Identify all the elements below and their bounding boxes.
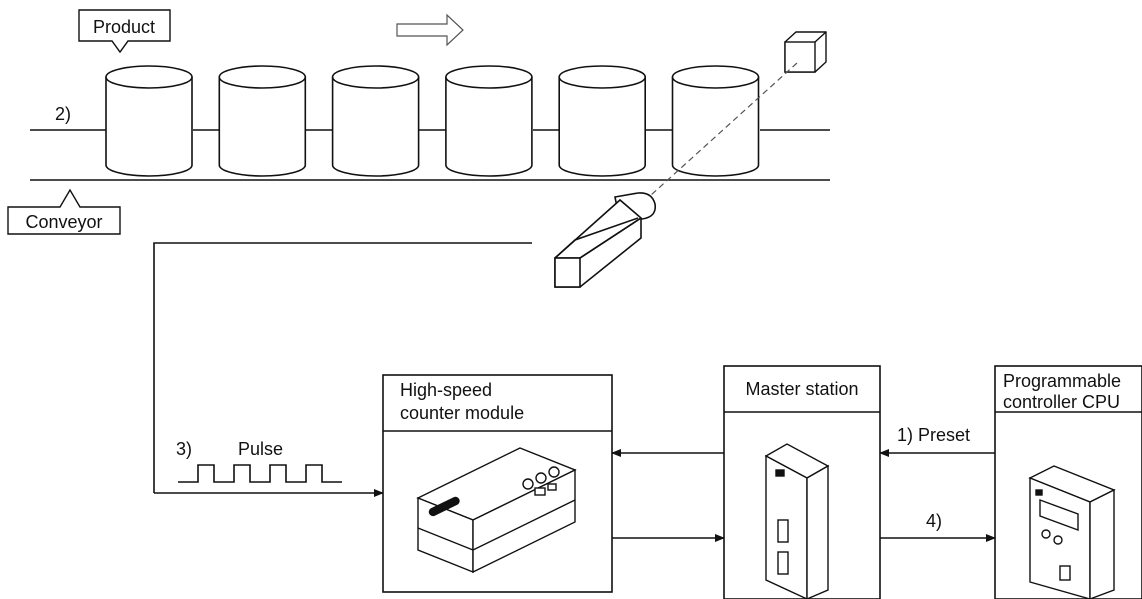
conveyor-callout: Conveyor	[7, 188, 121, 235]
product-cylinder-icon	[331, 65, 420, 177]
high-speed-counter-box: High-speed counter module	[382, 374, 613, 593]
pulse-label: Pulse	[238, 439, 283, 459]
product-cylinder-icon	[445, 65, 533, 177]
reflector-cube-icon	[784, 31, 827, 73]
preset-label: 1) Preset	[897, 425, 970, 445]
product-callout: Product	[78, 9, 171, 54]
product-cylinder-icon	[558, 65, 647, 177]
direction-arrow-icon	[396, 13, 464, 47]
product-cylinder-icon	[671, 65, 760, 177]
plc-cpu-unit-icon	[1028, 465, 1116, 599]
cpu-title-line1: Programmable	[1003, 371, 1121, 391]
conveyor-label: Conveyor	[25, 212, 102, 232]
plc-cpu-box: Programmable controller CPU	[994, 365, 1142, 599]
product-label: Product	[93, 17, 155, 37]
sensor-beam	[639, 62, 798, 206]
step-4-label: 4)	[926, 511, 942, 531]
product-cylinder-icon	[105, 65, 193, 177]
photoelectric-sensor-icon	[554, 192, 657, 288]
master-station-unit-icon	[764, 443, 830, 599]
step-2-label: 2)	[55, 104, 71, 124]
hsc-title-line2: counter module	[400, 403, 524, 423]
hsc-title-line1: High-speed	[400, 380, 492, 400]
conveyor	[30, 129, 830, 181]
counter-module-icon	[416, 447, 577, 574]
product-cylinder-icon	[218, 65, 307, 177]
master-title: Master station	[745, 379, 858, 399]
master-station-box: Master station	[723, 365, 881, 599]
cpu-title-line2: controller CPU	[1003, 392, 1120, 412]
products-row	[105, 65, 760, 177]
signal-wire	[153, 242, 532, 493]
pulse-waveform-icon	[178, 464, 342, 483]
step-3-label: 3)	[176, 439, 192, 459]
